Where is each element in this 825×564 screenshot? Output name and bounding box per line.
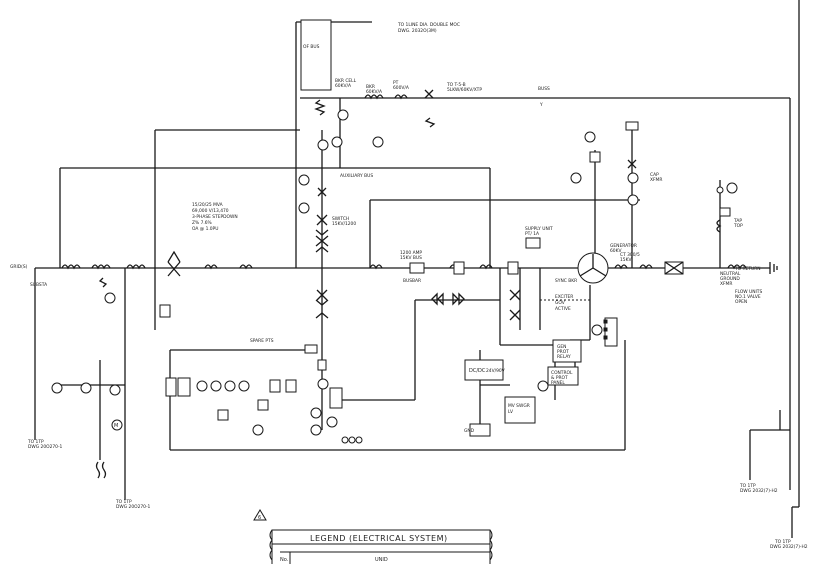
meter-circles bbox=[51, 109, 738, 444]
spare-pts-label: SPARE PTS bbox=[250, 338, 274, 344]
right-feeder-label: TO T-5-B bbox=[446, 82, 466, 88]
ref-top-label-2: DWG. 2032O(3M) bbox=[398, 28, 437, 34]
main-transformer-cooling: OA @ 1.0PU bbox=[192, 226, 218, 232]
drawout-breaker-chevrons bbox=[315, 229, 465, 319]
left-mid-ref-label-2: DWG 20O270-1 bbox=[116, 504, 151, 510]
control-panel-label-2: & PROT bbox=[551, 375, 568, 381]
relay-label-3: RELAY bbox=[557, 354, 571, 360]
ct-rating: 15KV bbox=[620, 257, 631, 263]
neutral-ground-label: GROUND bbox=[720, 276, 740, 282]
bottom-right-ref-label-2: DWG 2032(7)-H2 bbox=[770, 544, 808, 550]
bottom-right-ref-label-1: TO 1TP bbox=[774, 539, 791, 545]
legend-column-no: No. bbox=[280, 557, 289, 563]
top-breaker-label: BKR CELL bbox=[335, 78, 357, 84]
resistors bbox=[98, 99, 436, 288]
generator-step-up-transformer bbox=[664, 261, 684, 275]
neutral-label: NEUTRAL bbox=[720, 271, 741, 277]
main-transformer-type: 3-PHASE STEPDOWN bbox=[192, 214, 238, 220]
supply-unit-rating: PT/ 1A bbox=[525, 231, 539, 237]
generator-symbol bbox=[577, 252, 609, 284]
legend-column-unid: UNID bbox=[375, 557, 388, 563]
substation-label: SUBSTA bbox=[30, 282, 47, 288]
generator-rating: 60KV bbox=[610, 248, 621, 254]
return-label-4: OPEN bbox=[735, 299, 747, 305]
cap-label: CAP bbox=[650, 172, 659, 178]
mv-swgr-label: MV SWGR bbox=[508, 403, 530, 409]
main-transformer-mva: 15/20/25 MVA bbox=[192, 202, 223, 208]
busbar-label: BUSBAR bbox=[403, 278, 421, 284]
grid-label: GRID(S) bbox=[10, 264, 28, 270]
bus-amp: 1200 AMP bbox=[400, 250, 422, 256]
ground-coil bbox=[95, 461, 107, 479]
control-panel-label-1: CONTROL bbox=[551, 370, 573, 376]
tap-label: TAP bbox=[733, 218, 742, 224]
legend-revision-mark: 6 bbox=[258, 515, 261, 521]
legend-title: LEGEND (ELECTRICAL SYSTEM) bbox=[310, 534, 448, 543]
tap-sub: TOP bbox=[733, 223, 743, 229]
relay-label-1: GEN bbox=[557, 344, 566, 350]
return-label-3: NO.1 VALVE bbox=[735, 294, 761, 300]
disconnect-switches bbox=[316, 89, 637, 321]
ref-top-label-1: TO 1LINE DIA. DOUBLE MOC bbox=[397, 22, 460, 28]
relay-label-2: PROT bbox=[557, 349, 569, 355]
control-panel-label-3: PANEL bbox=[551, 380, 565, 386]
device-boxes bbox=[159, 19, 731, 437]
dcdc-label: DC/DC bbox=[469, 368, 486, 374]
mid-breaker-rating: 60KV/A bbox=[366, 89, 382, 95]
left-ref-label-2: DWG 20O270-1 bbox=[28, 444, 63, 450]
legend: 6 LEGEND (ELECTRICAL SYSTEM) No. UNID bbox=[253, 509, 493, 564]
right-ref-label-2: DWG 2032(7)-H2 bbox=[740, 488, 778, 494]
top-right-bus-sub: Y bbox=[539, 102, 543, 108]
diagram-labels: TO 1LINE DIA. DOUBLE MOC DWG. 2032O(3M) … bbox=[10, 22, 808, 550]
pt-label: PT bbox=[393, 80, 399, 86]
bus-voltage: 15KV BUS bbox=[400, 255, 422, 261]
neutral-xfmr-label: XFMR bbox=[720, 281, 732, 287]
switch-rating: 15KV/1200 bbox=[332, 221, 356, 227]
left-ref-label-1: TO 1TP bbox=[27, 439, 44, 445]
return-label-1: TO RETURN bbox=[734, 266, 761, 272]
top-right-bus-label: BUSS bbox=[538, 86, 550, 92]
bus-breaker-coils bbox=[61, 94, 747, 270]
pt-rating: 600V/A bbox=[393, 85, 409, 91]
governor-label: GOV bbox=[555, 300, 565, 306]
cap-sub: XFMR bbox=[650, 177, 662, 183]
main-transformer-voltage: 69,000 V/13,470 bbox=[192, 208, 229, 214]
aux-bus-label: AUXILIARY BUS bbox=[340, 173, 373, 179]
ground-label: GND bbox=[464, 428, 475, 434]
exciter-label: EXCITER bbox=[555, 294, 573, 300]
mid-breaker-label: BKR bbox=[366, 84, 375, 90]
ref-top-label-4: OF BUS bbox=[303, 44, 320, 50]
generator-active-label: ACTIVE bbox=[555, 306, 571, 312]
main-transformer-impedance: Z% 7.6% bbox=[192, 220, 212, 226]
ct-label: CT 300/5 bbox=[620, 252, 640, 258]
return-label-2: FLOW UNITS bbox=[735, 289, 762, 295]
right-ref-label-1: TO 1TP bbox=[739, 483, 756, 489]
supply-unit-label: SUPPLY UNIT bbox=[525, 226, 553, 232]
right-feeder-rating: 5LKW/60KV/XTP bbox=[447, 87, 482, 93]
motor-label: M bbox=[114, 423, 118, 429]
switch-label: SWITCH bbox=[332, 216, 349, 222]
ground-symbol bbox=[769, 262, 778, 274]
dcdc-rating: 24V/90V bbox=[486, 368, 505, 374]
main-transformer bbox=[167, 250, 181, 277]
sync-breaker-label: SYNC BKR bbox=[555, 278, 577, 284]
lv-label: LV bbox=[508, 409, 513, 415]
top-breaker-rating: 60KV/A bbox=[335, 83, 351, 89]
generator-label: GENERATOR bbox=[610, 243, 637, 249]
left-mid-ref-label-1: TO 1TP bbox=[115, 499, 132, 505]
